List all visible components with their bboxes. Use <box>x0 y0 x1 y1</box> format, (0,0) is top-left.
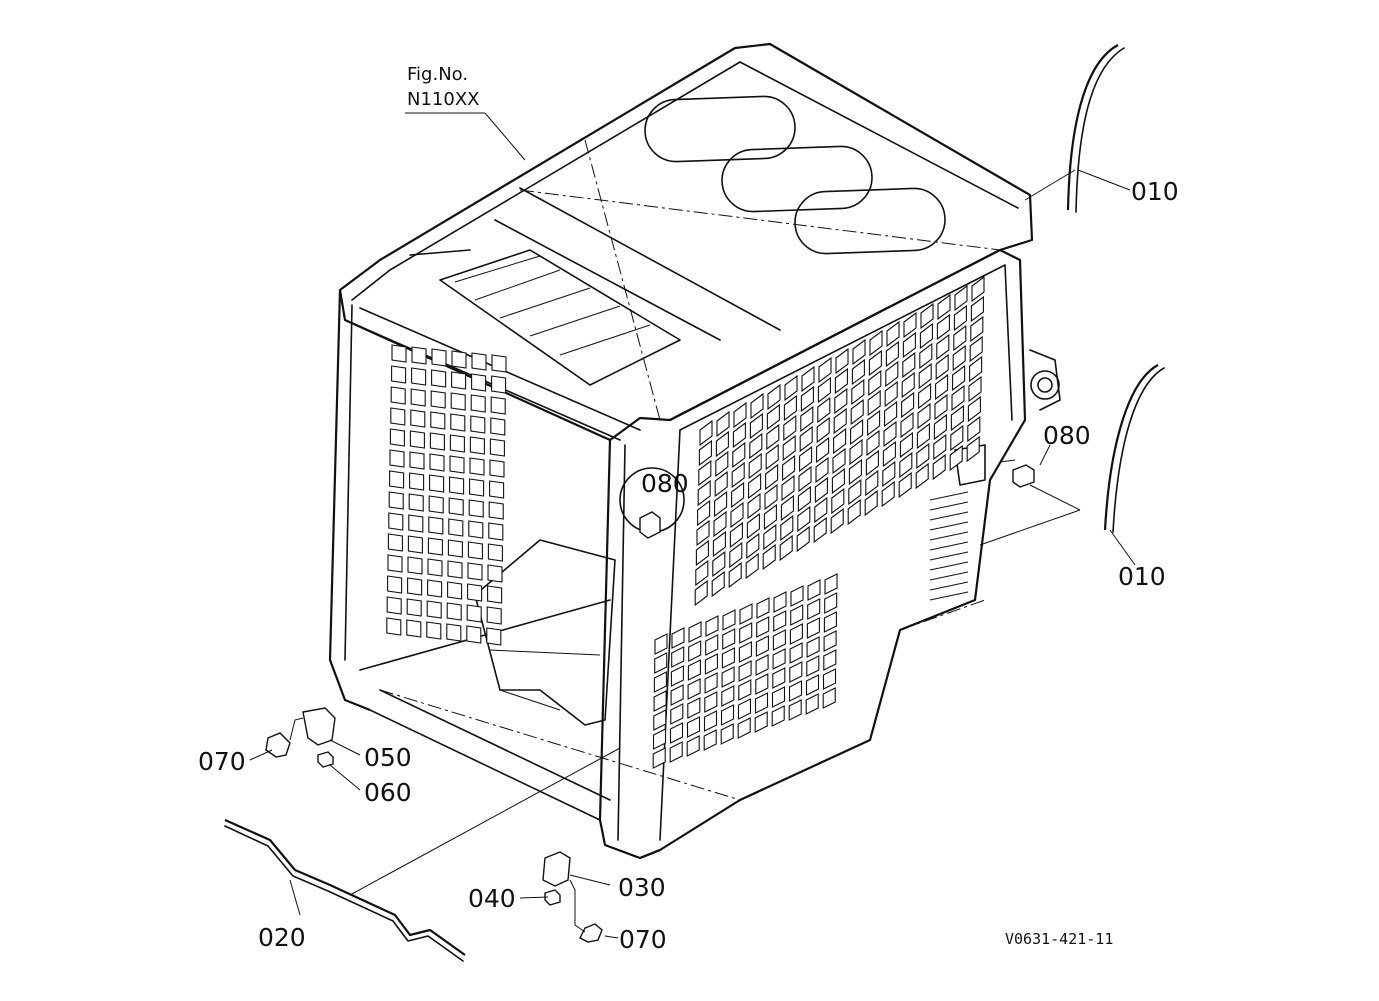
part-label-070-left: 070 <box>198 747 246 776</box>
part-label-050: 050 <box>364 743 412 772</box>
side-mesh-panel-lower <box>652 573 838 769</box>
side-mesh-panel-upper <box>694 275 985 607</box>
part-080-right-block <box>1012 464 1035 488</box>
part-label-010-top: 010 <box>1131 177 1179 206</box>
part-030-bracket <box>542 851 571 887</box>
part-label-020: 020 <box>258 923 306 952</box>
drawing-code: V0631-421-11 <box>1005 930 1113 948</box>
fig-label-line2: N110XX <box>407 89 479 110</box>
left-rear-mesh-panel <box>386 344 507 646</box>
part-label-070-bottom: 070 <box>619 925 667 954</box>
part-050-bracket <box>302 707 336 746</box>
part-060-pad <box>317 751 334 768</box>
part-010-top-seal <box>1066 44 1119 211</box>
part-070-left-clip <box>265 732 291 758</box>
part-080-callout <box>639 511 661 539</box>
part-label-080-right: 080 <box>1043 421 1091 450</box>
part-label-080-callout: 080 <box>641 469 689 498</box>
part-020-rail-strip <box>224 818 466 956</box>
part-040-pad <box>544 889 561 906</box>
part-070-bottom-clip <box>579 923 603 943</box>
side-vent-louvres <box>929 491 969 601</box>
roof-vent-grill <box>439 249 681 386</box>
part-010-right-seal <box>1103 364 1159 531</box>
fig-label-line1: Fig.No. <box>407 64 468 85</box>
part-label-040: 040 <box>468 884 516 913</box>
cab-frame <box>328 42 1061 860</box>
leader-lines <box>249 112 1136 939</box>
part-label-030: 030 <box>618 873 666 902</box>
part-label-010-right: 010 <box>1118 562 1166 591</box>
part-label-060: 060 <box>364 778 412 807</box>
